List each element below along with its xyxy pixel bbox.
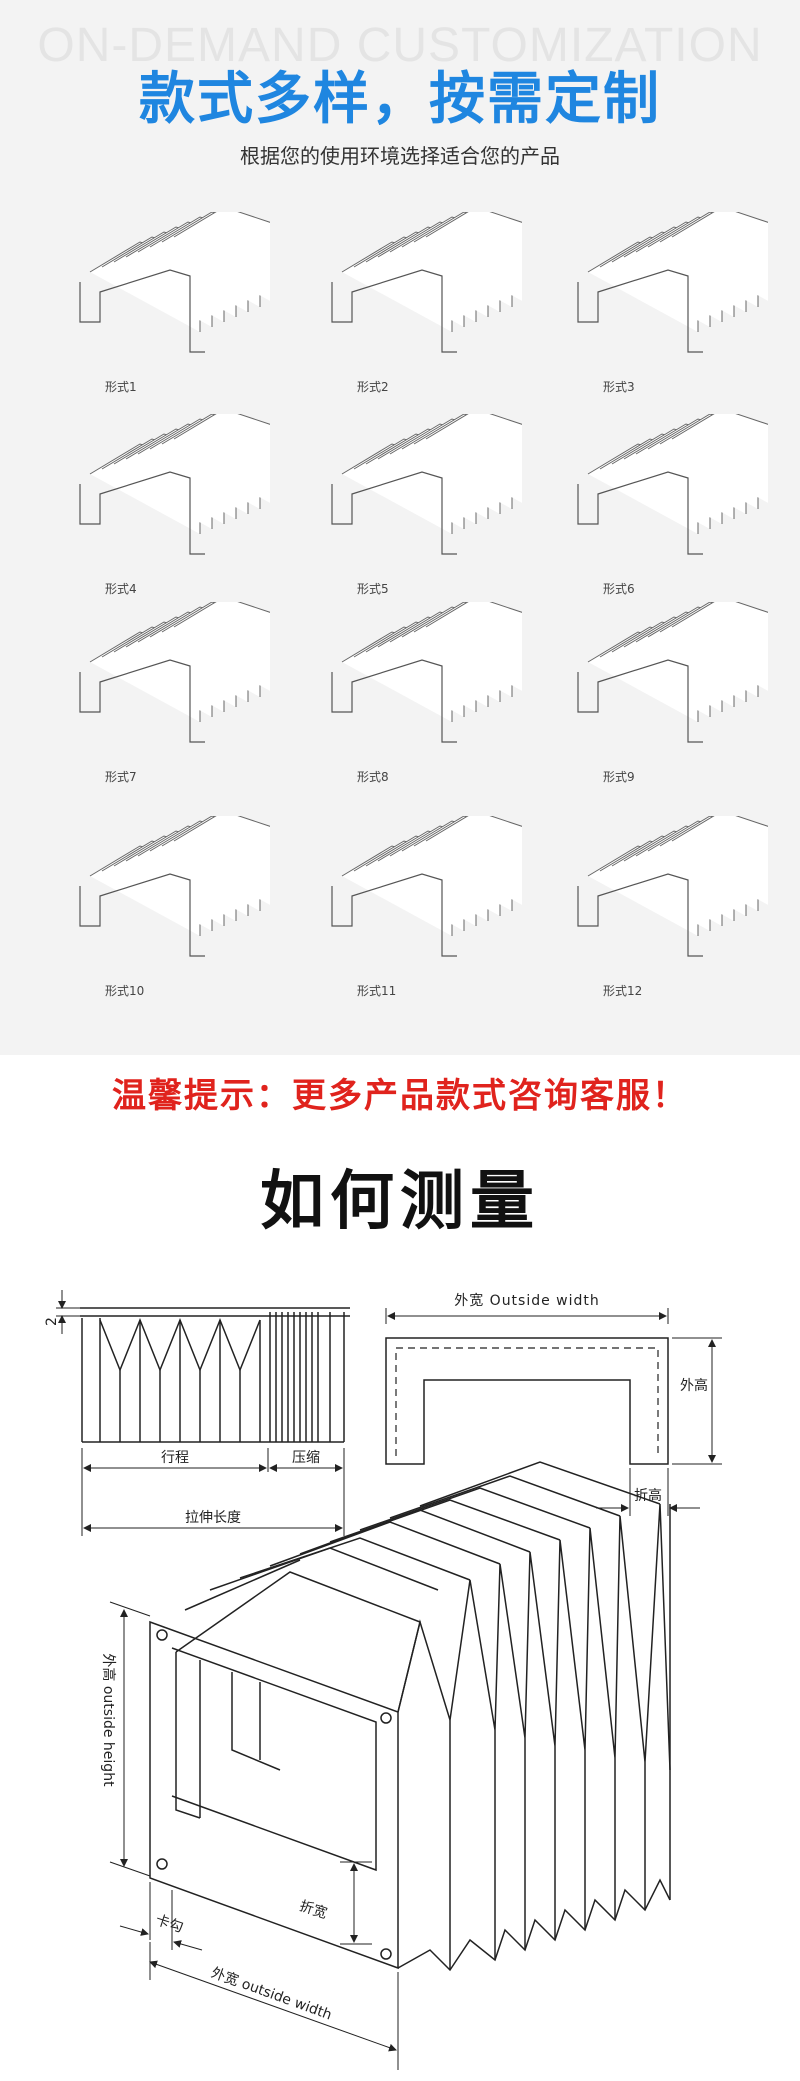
bellows-style-illustration — [331, 414, 522, 555]
side-view-diagram — [56, 1290, 350, 1536]
style-label: 形式12 — [603, 984, 643, 998]
bellows-style-illustration — [79, 212, 270, 353]
style-label: 形式11 — [357, 984, 397, 998]
measure-title: 如何测量 — [260, 1165, 540, 1239]
style-item: 形式5 — [322, 414, 562, 604]
style-item: 形式2 — [322, 212, 562, 402]
stretch-length-label: 拉伸长度 — [185, 1510, 241, 1526]
fold-height-label: 折高 — [634, 1487, 662, 1504]
style-item: 形式12 — [568, 816, 800, 1006]
style-label: 形式3 — [603, 380, 635, 394]
compress-label: 压缩 — [292, 1450, 320, 1466]
tip-text: 温馨提示：更多产品款式咨询客服！ — [112, 1076, 688, 1116]
bellows-style-illustration — [79, 602, 270, 743]
bellows-style-illustration — [331, 602, 522, 743]
dim-2-label: 2 — [44, 1317, 60, 1326]
page-subtitle: 根据您的使用环境选择适合您的产品 — [240, 144, 560, 168]
style-item: 形式7 — [70, 602, 310, 792]
style-label: 形式10 — [105, 984, 145, 998]
outside-width-top-label: 外宽 Outside width — [454, 1292, 600, 1309]
style-item: 形式11 — [322, 816, 562, 1006]
style-label: 形式4 — [105, 582, 137, 596]
style-label: 形式1 — [105, 380, 137, 394]
cross-section-diagram — [385, 1308, 722, 1516]
bellows-style-illustration — [577, 602, 768, 743]
style-item: 形式9 — [568, 602, 800, 792]
style-item: 形式3 — [568, 212, 800, 402]
bellows-style-illustration — [331, 816, 522, 957]
bellows-style-illustration — [577, 816, 768, 957]
outside-height-short-label: 外高 — [680, 1377, 708, 1394]
page-title: 款式多样，按需定制 — [139, 67, 661, 132]
style-label: 形式8 — [357, 770, 389, 784]
bellows-style-illustration — [577, 212, 768, 353]
measurement-diagram: 2 行程 压缩 拉伸长度 外宽 Outside width 外高 折高 — [44, 1290, 722, 2070]
perspective-diagram — [109, 1461, 671, 2070]
bellows-style-illustration — [79, 414, 270, 555]
bellows-style-illustration — [79, 816, 270, 957]
style-label: 形式9 — [603, 770, 635, 784]
outside-width-label: 外宽 outside width — [209, 1964, 334, 2023]
style-label: 形式6 — [603, 582, 635, 596]
travel-label: 行程 — [161, 1450, 189, 1466]
clip-label: 卡勾 — [153, 1912, 185, 1936]
styles-section: ON-DEMAND CUSTOMIZATION 款式多样，按需定制 根据您的使用… — [0, 0, 800, 1055]
style-label: 形式5 — [357, 582, 389, 596]
style-item: 形式10 — [70, 816, 310, 1006]
fold-width-label: 折宽 — [297, 1897, 329, 1922]
style-item: 形式4 — [70, 414, 310, 604]
style-item: 形式1 — [70, 212, 310, 402]
outside-height-label: 外高 outside height — [100, 1653, 117, 1787]
bellows-style-illustration — [577, 414, 768, 555]
style-item: 形式8 — [322, 602, 562, 792]
background-watermark-text: ON-DEMAND CUSTOMIZATION — [37, 19, 763, 72]
style-label: 形式7 — [105, 770, 137, 784]
style-label: 形式2 — [357, 380, 389, 394]
bellows-style-illustration — [331, 212, 522, 353]
style-item: 形式6 — [568, 414, 800, 604]
